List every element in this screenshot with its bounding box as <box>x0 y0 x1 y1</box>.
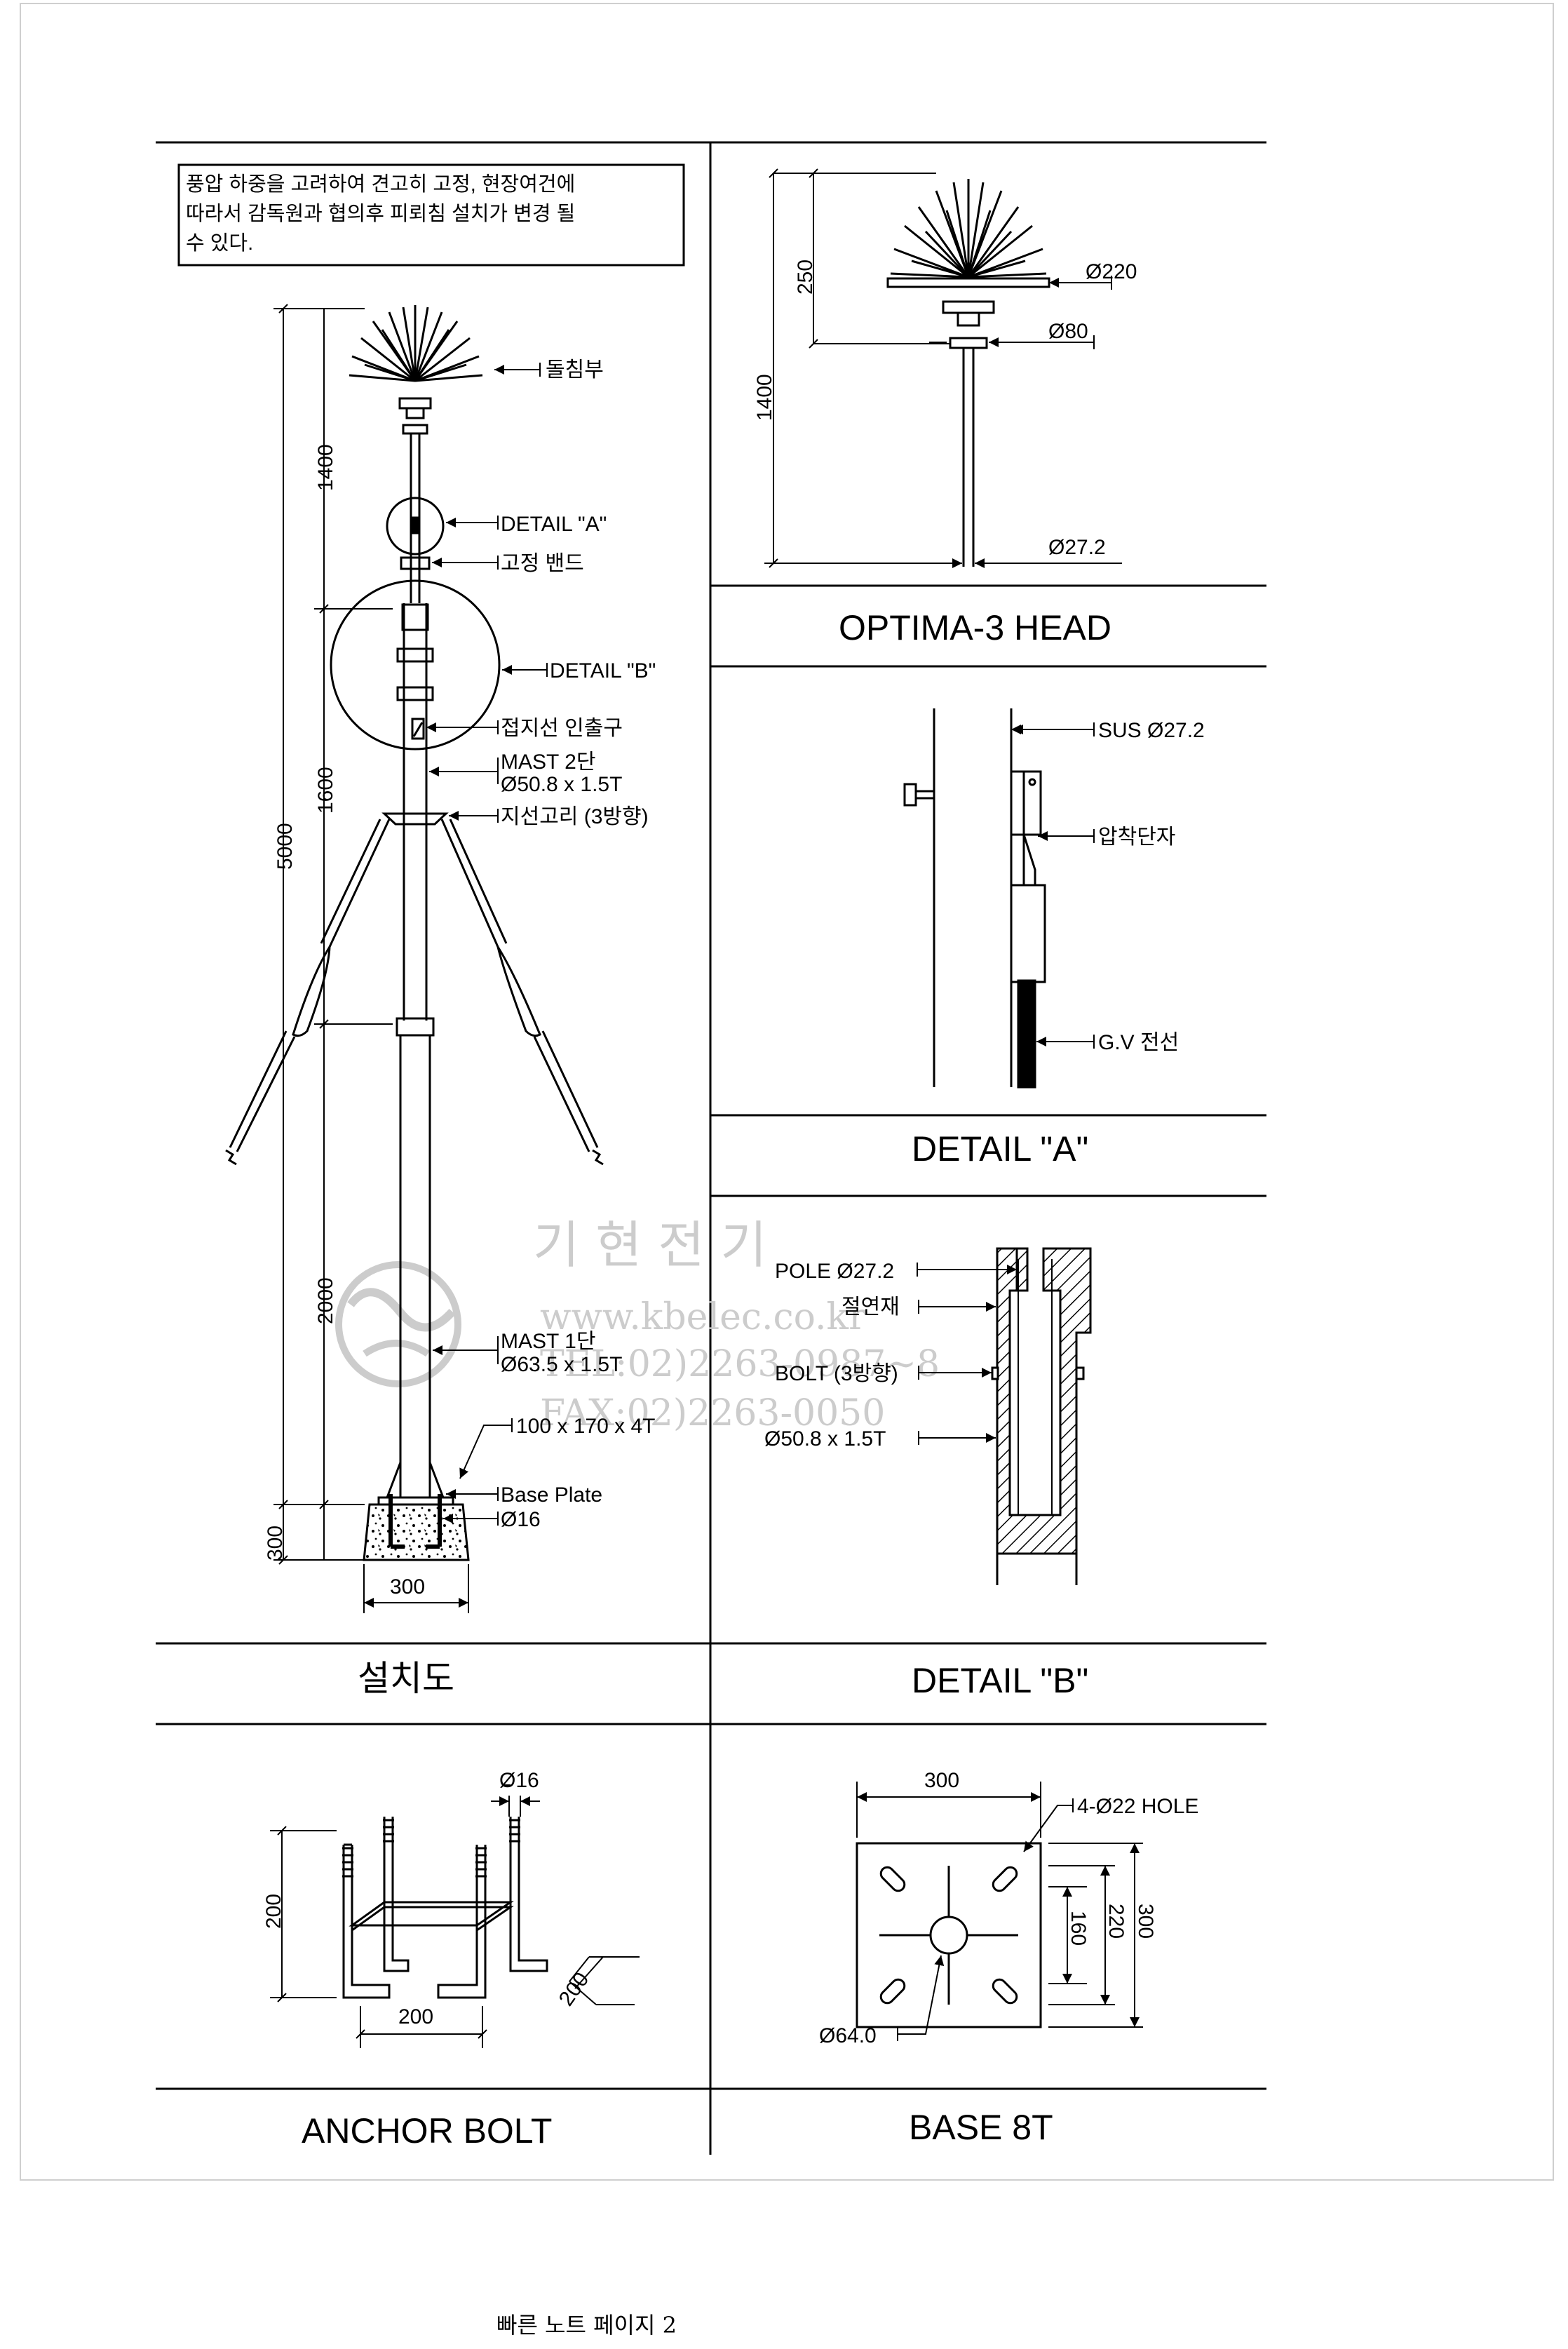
note-line-2: 따라서 감독원과 협의후 피뢰침 설치가 변경 될 <box>186 202 575 225</box>
detail-a-title: DETAIL "A" <box>912 1129 1088 1169</box>
label-detail-a: DETAIL "A" <box>501 513 607 536</box>
optima-dim-250: 250 <box>794 260 817 295</box>
detail-a-drawing <box>903 708 1095 1089</box>
note-line-3: 수 있다. <box>186 232 253 255</box>
dim-2000: 2000 <box>314 1277 337 1324</box>
air-terminal-spikes <box>349 305 483 382</box>
detail-b-insulator: 절연재 <box>842 1295 900 1319</box>
install-labels: 돌침부 DETAIL "A" 고정 밴드 DETAIL "B" 접지선 인출구 … <box>264 358 656 1698</box>
label-mast2-name: MAST 2단 <box>501 751 595 774</box>
label-mast1-size: Ø63.5 x 1.5T <box>501 1353 622 1376</box>
detail-a-wire: G.V 전선 <box>1098 1031 1179 1054</box>
base-center-dia: Ø64.0 <box>819 2024 877 2047</box>
label-rib: 100 x 170 x 4T <box>516 1415 655 1438</box>
label-bolt-dia: Ø16 <box>501 1508 541 1531</box>
dim-300-height: 300 <box>264 1526 287 1561</box>
optima-title: OPTIMA-3 HEAD <box>839 608 1111 647</box>
label-head: 돌침부 <box>546 358 604 382</box>
watermark-name: 기 현 전 기 <box>533 1216 767 1274</box>
install-drawing <box>225 304 604 1613</box>
detail-b-bolt: BOLT (3방향) <box>775 1362 898 1385</box>
detail-a-terminal: 압착단자 <box>1098 826 1175 849</box>
label-mast1-name: MAST 1단 <box>501 1330 595 1353</box>
optima-dia-80: Ø80 <box>1048 320 1088 343</box>
note-box: 풍압 하중을 고려하여 견고히 고정, 현장여건에 따라서 감독원과 협의후 피… <box>177 163 685 267</box>
detail-b-pole: POLE Ø27.2 <box>775 1260 894 1283</box>
optima-dia-27: Ø27.2 <box>1048 536 1106 559</box>
dim-total-5000: 5000 <box>273 823 297 870</box>
optima-head-drawing <box>764 168 1122 568</box>
label-base-plate: Base Plate <box>501 1483 602 1507</box>
base-width-300: 300 <box>924 1769 959 1792</box>
grid-lines <box>156 141 1266 2155</box>
label-band: 고정 밴드 <box>501 552 584 575</box>
label-mast2-size: Ø50.8 x 1.5T <box>501 773 622 796</box>
install-title: 설치도 <box>358 1659 454 1698</box>
optima-dia-220: Ø220 <box>1086 260 1137 283</box>
detail-a-labels: SUS Ø27.2 압착단자 G.V 전선 DETAIL "A" <box>912 719 1205 1169</box>
detail-b-labels: POLE Ø27.2 절연재 BOLT (3방향) Ø50.8 x 1.5T D… <box>764 1260 1088 1700</box>
watermark-tel: TEL:02)2263-0987~8 <box>540 1343 940 1385</box>
detail-b-drawing <box>917 1247 1092 1585</box>
anchor-width-200: 200 <box>398 2005 433 2028</box>
anchor-dia: Ø16 <box>499 1769 539 1792</box>
base-title: BASE 8T <box>909 2108 1053 2147</box>
dim-300-width: 300 <box>390 1575 425 1598</box>
detail-a-sus: SUS Ø27.2 <box>1098 719 1205 742</box>
anchor-bolt-drawing <box>270 1784 640 2048</box>
page-footer: 빠른 노트 페이지 2 <box>496 2312 677 2338</box>
dim-1600: 1600 <box>314 767 337 814</box>
detail-b-title: DETAIL "B" <box>912 1661 1088 1700</box>
base-dim-220: 220 <box>1104 1904 1128 1939</box>
label-ground-outlet: 접지선 인출구 <box>501 717 623 740</box>
anchor-height-200: 200 <box>262 1894 285 1929</box>
note-line-1: 풍압 하중을 고려하여 견고히 고정, 현장여건에 <box>186 173 575 196</box>
label-detail-b: DETAIL "B" <box>550 659 656 682</box>
optima-dim-1400: 1400 <box>753 374 776 421</box>
watermark-url: www.kbelec.co.kr <box>540 1296 866 1338</box>
label-guy-ring: 지선고리 (3방향) <box>501 805 649 828</box>
anchor-title: ANCHOR BOLT <box>302 2111 552 2151</box>
optima-spikes <box>890 179 1047 278</box>
base-dim-300: 300 <box>1134 1904 1157 1939</box>
base-plate-labels: 300 4-Ø22 HOLE 160 220 300 Ø64.0 BASE 8T <box>819 1769 1198 2147</box>
detail-b-pipe: Ø50.8 x 1.5T <box>764 1427 886 1451</box>
base-plate-drawing <box>856 1782 1143 2041</box>
base-hole: 4-Ø22 HOLE <box>1077 1795 1198 1818</box>
base-dim-160: 160 <box>1067 1911 1090 1946</box>
watermark-fax: FAX:02)2263-0050 <box>540 1392 885 1434</box>
page-frame <box>20 3 1554 2181</box>
optima-labels: 250 1400 Ø220 Ø80 Ø27.2 OPTIMA-3 HEAD <box>753 260 1137 647</box>
dim-1400: 1400 <box>314 444 337 491</box>
